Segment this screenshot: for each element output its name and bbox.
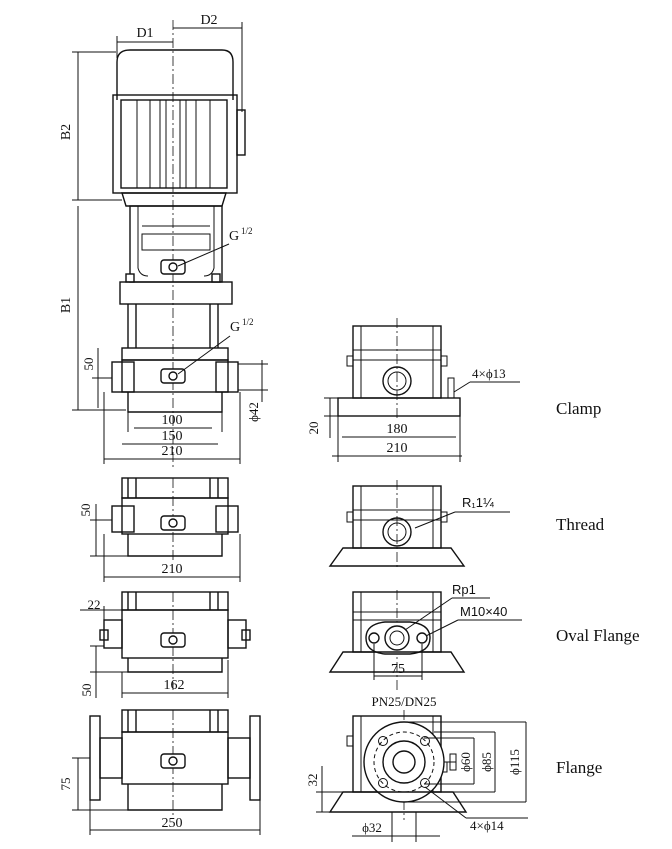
- label-dim-210-top: 210: [162, 444, 183, 459]
- label-dim-75-flange: 75: [58, 778, 73, 791]
- label-rp-thread: R₁1¼: [462, 495, 494, 510]
- row-title-oval-flange: Oval Flange: [556, 626, 640, 645]
- label-d2: D2: [200, 13, 217, 28]
- label-rp1: Rp1: [452, 582, 476, 597]
- clamp-side-view: 4×ϕ13 20 180 210: [306, 318, 520, 462]
- label-dim-100: 100: [162, 413, 183, 428]
- label-dim-210-clamp: 210: [387, 441, 408, 456]
- label-pn-dn: PN25/DN25: [371, 694, 436, 709]
- label-g-lower-frac: 1/2: [242, 317, 254, 327]
- label-dim-250: 250: [162, 816, 183, 831]
- label-dim-50-top: 50: [81, 358, 96, 371]
- pump-elevation: [111, 20, 246, 470]
- label-dim-150: 150: [162, 429, 183, 444]
- oval-flange-front-view: 22 50 162: [79, 591, 251, 698]
- oval-flange-side-view: Rp1 M10×40 75: [328, 582, 522, 690]
- row-title-clamp: Clamp: [556, 399, 601, 418]
- thread-front-view: 50 210: [78, 477, 241, 582]
- row-title-thread: Thread: [556, 515, 605, 534]
- label-phi60: ϕ60: [458, 752, 473, 772]
- label-dim-162: 162: [164, 678, 185, 693]
- label-b2: B2: [59, 124, 74, 140]
- label-dim-32: 32: [305, 774, 320, 787]
- label-d1: D1: [136, 26, 153, 41]
- label-g-upper: G: [229, 229, 239, 244]
- label-dim-75-oval: 75: [391, 662, 405, 677]
- label-phi85: ϕ85: [479, 752, 494, 772]
- label-bolt-clamp: 4×ϕ13: [472, 366, 506, 381]
- label-phi115: ϕ115: [507, 749, 522, 775]
- thread-side-view: R₁1¼: [328, 480, 510, 570]
- flange-front-view: 75 250: [58, 709, 261, 835]
- label-phi32: ϕ32: [362, 820, 382, 835]
- label-dim-20: 20: [306, 422, 321, 435]
- label-phi42: ϕ42: [246, 402, 261, 422]
- label-g-lower: G: [230, 320, 240, 335]
- label-g-upper-frac: 1/2: [241, 226, 253, 236]
- label-dim-180: 180: [387, 422, 408, 437]
- label-dim-50-thread: 50: [78, 504, 93, 517]
- label-dim-22: 22: [88, 597, 101, 612]
- label-m10: M10×40: [460, 604, 507, 619]
- label-bolt-flange: 4×ϕ14: [470, 818, 504, 833]
- elevation-dimensions: D1 D2 B2 B1 50 ϕ42 100 150 210 G 1/2 G 1…: [59, 13, 268, 464]
- label-dim-50-oval: 50: [79, 684, 94, 697]
- label-dim-210-thread: 210: [162, 562, 183, 577]
- row-title-flange: Flange: [556, 758, 602, 777]
- label-b1: B1: [59, 297, 74, 313]
- flange-side-view: PN25/DN25 ϕ60 ϕ85 ϕ115 32 ϕ32 4×ϕ14: [305, 694, 528, 842]
